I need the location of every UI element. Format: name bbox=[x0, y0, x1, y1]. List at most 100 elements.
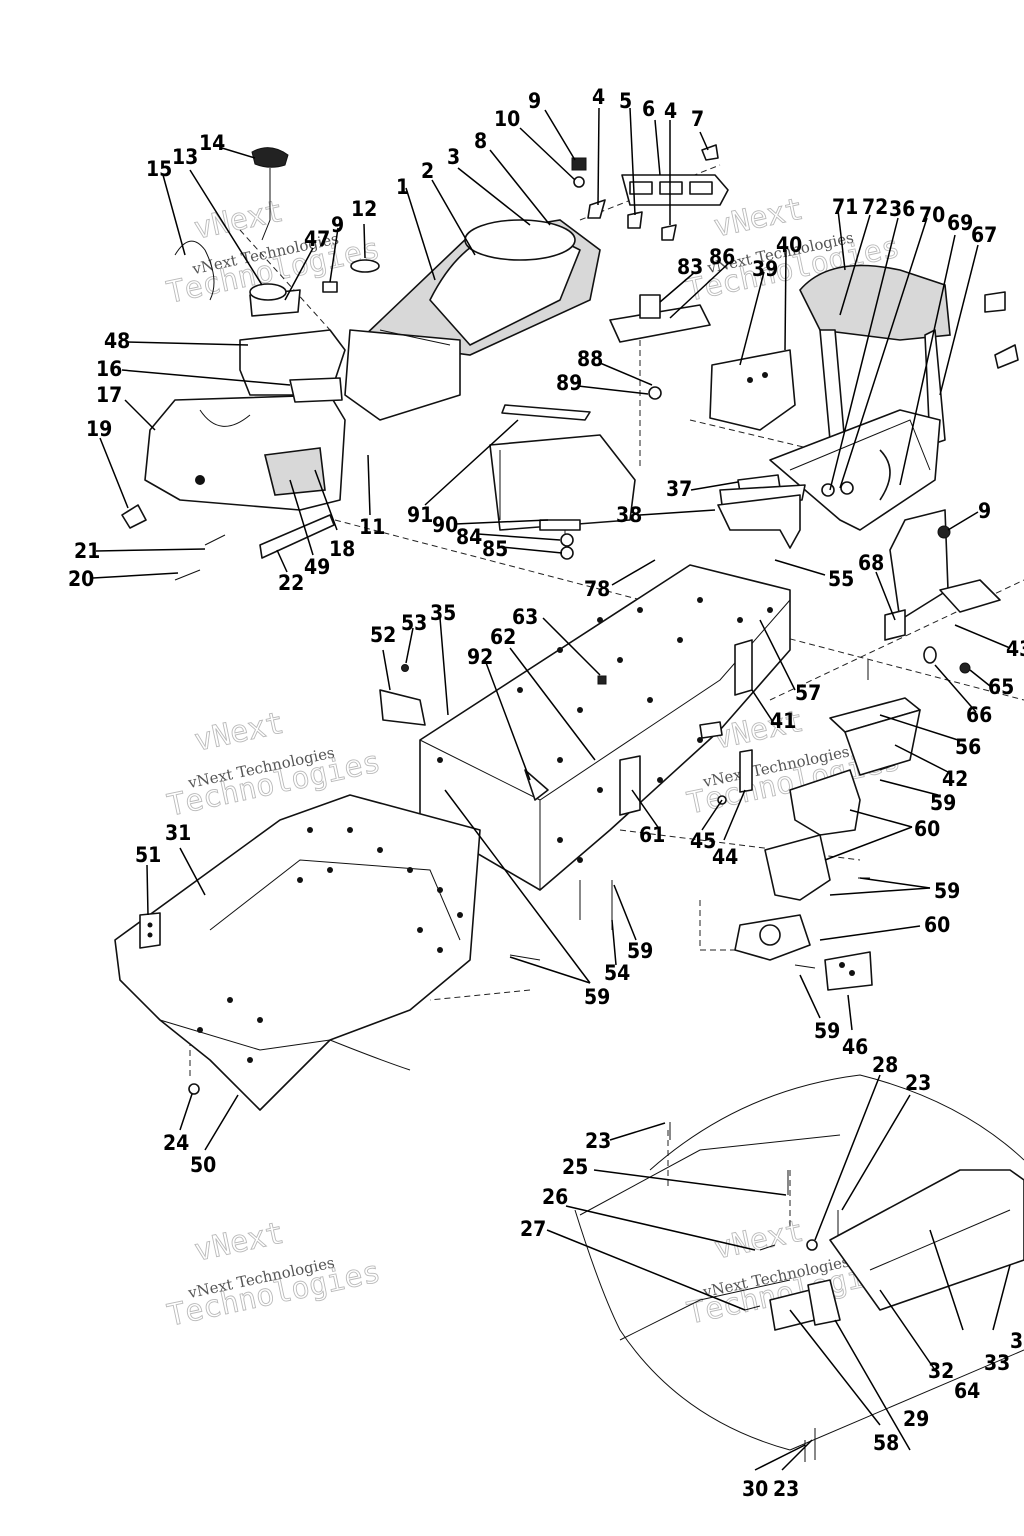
callout-39: 39 bbox=[752, 257, 778, 281]
callout-58: 58 bbox=[873, 1431, 899, 1455]
callout-47: 47 bbox=[304, 227, 330, 251]
seat-frame bbox=[769, 409, 941, 531]
callout-86: 86 bbox=[709, 245, 735, 269]
callout-88: 88 bbox=[577, 347, 603, 371]
callout-60: 60 bbox=[914, 817, 940, 841]
callout-23: 23 bbox=[585, 1129, 611, 1153]
fuel-cap bbox=[251, 147, 289, 168]
callout-34: 34 bbox=[1010, 1329, 1024, 1353]
callout-17: 17 bbox=[96, 383, 122, 407]
pan-holes bbox=[197, 827, 463, 1063]
seat-back-cushion bbox=[799, 264, 951, 341]
callout-53: 53 bbox=[401, 611, 427, 635]
callout-16: 16 bbox=[96, 357, 122, 381]
callout-9: 9 bbox=[978, 499, 991, 523]
callout-31: 31 bbox=[165, 821, 191, 845]
callout-20: 20 bbox=[68, 567, 94, 591]
watermark-text: vNext bbox=[191, 706, 287, 759]
bracket-38 bbox=[489, 404, 636, 560]
callout-4: 4 bbox=[664, 99, 677, 123]
callout-19: 19 bbox=[86, 417, 112, 441]
callout-7: 7 bbox=[691, 107, 704, 131]
callout-28: 28 bbox=[872, 1053, 898, 1077]
callout-21: 21 bbox=[74, 539, 100, 563]
callout-11: 11 bbox=[359, 515, 385, 539]
callout-68: 68 bbox=[858, 551, 884, 575]
callout-51: 51 bbox=[135, 843, 161, 867]
callout-43: 43 bbox=[1006, 637, 1024, 661]
tank-bracket bbox=[259, 514, 335, 559]
callout-18: 18 bbox=[329, 537, 355, 561]
seat-assembly bbox=[344, 219, 601, 421]
callout-13: 13 bbox=[172, 145, 198, 169]
callout-29: 29 bbox=[903, 1407, 929, 1431]
callout-40: 40 bbox=[776, 233, 802, 257]
callout-37: 37 bbox=[666, 477, 692, 501]
tank-mount-parts bbox=[174, 147, 380, 403]
callout-62: 62 bbox=[490, 625, 516, 649]
callout-5: 5 bbox=[619, 89, 632, 113]
callout-57: 57 bbox=[795, 681, 821, 705]
callout-6: 6 bbox=[642, 97, 655, 121]
callout-92: 92 bbox=[467, 645, 493, 669]
callout-15: 15 bbox=[146, 157, 172, 181]
callout-60: 60 bbox=[924, 913, 950, 937]
callout-59: 59 bbox=[584, 985, 610, 1009]
callout-54: 54 bbox=[604, 961, 630, 985]
callout-85: 85 bbox=[482, 537, 508, 561]
callout-72: 72 bbox=[862, 195, 888, 219]
callout-33: 33 bbox=[984, 1351, 1010, 1375]
seat-top bbox=[464, 219, 576, 261]
callout-23: 23 bbox=[905, 1071, 931, 1095]
callout-24: 24 bbox=[163, 1131, 189, 1155]
callout-67: 67 bbox=[971, 223, 997, 247]
watermark-text: vNext bbox=[191, 1216, 287, 1269]
callout-12: 12 bbox=[351, 197, 377, 221]
callout-38: 38 bbox=[616, 503, 642, 527]
seat-pan bbox=[344, 329, 461, 421]
callout-90: 90 bbox=[432, 513, 458, 537]
tank-pocket bbox=[264, 447, 326, 496]
callout-59: 59 bbox=[627, 939, 653, 963]
callout-49: 49 bbox=[304, 555, 330, 579]
callout-44: 44 bbox=[712, 845, 738, 869]
floor-pan-body bbox=[114, 794, 481, 1111]
tank-strap bbox=[289, 377, 343, 403]
tank-hardware bbox=[121, 504, 335, 581]
bracket-52 bbox=[379, 664, 426, 726]
callout-59: 59 bbox=[930, 791, 956, 815]
callout-59: 59 bbox=[934, 879, 960, 903]
main-frame bbox=[419, 564, 791, 891]
seat-back-frame bbox=[709, 264, 951, 549]
callout-61: 61 bbox=[639, 823, 665, 847]
watermark-text: vNext bbox=[191, 194, 287, 247]
callout-63: 63 bbox=[512, 605, 538, 629]
callout-27: 27 bbox=[520, 1217, 546, 1241]
callout-71: 71 bbox=[832, 195, 858, 219]
bracket-86 bbox=[609, 294, 711, 400]
top-brackets bbox=[571, 144, 729, 241]
callout-52: 52 bbox=[370, 623, 396, 647]
washer bbox=[350, 259, 380, 273]
callout-9: 9 bbox=[528, 89, 541, 113]
callout-91: 91 bbox=[407, 503, 433, 527]
callout-35: 35 bbox=[430, 601, 456, 625]
callout-55: 55 bbox=[828, 567, 854, 591]
leader-lines bbox=[92, 107, 1011, 1471]
pedal-brackets bbox=[699, 697, 921, 991]
callout-26: 26 bbox=[542, 1185, 568, 1209]
callout-50: 50 bbox=[190, 1153, 216, 1177]
callout-84: 84 bbox=[456, 525, 482, 549]
side-panel bbox=[709, 349, 796, 431]
callout-78: 78 bbox=[584, 577, 610, 601]
right-frame-parts bbox=[884, 291, 1019, 674]
callout-22: 22 bbox=[278, 571, 304, 595]
hood-assembly bbox=[574, 1074, 1024, 1462]
callout-10: 10 bbox=[494, 107, 520, 131]
callout-69: 69 bbox=[947, 211, 973, 235]
callout-2: 2 bbox=[421, 159, 434, 183]
callout-9: 9 bbox=[331, 213, 344, 237]
watermark-text: vNext bbox=[711, 1214, 807, 1267]
